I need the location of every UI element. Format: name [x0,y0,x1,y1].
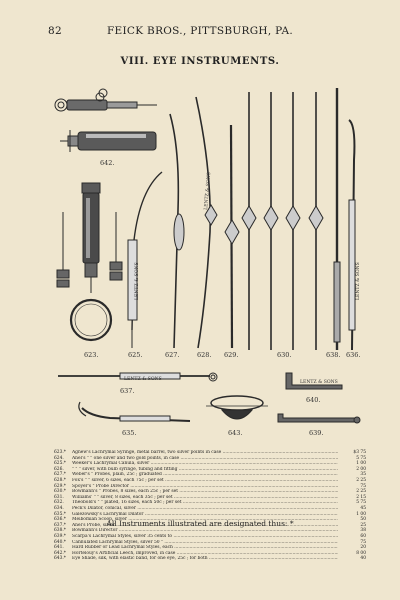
maker-mark: LENTZ & SONS [124,376,162,382]
list-item: 627.*Weber's " Probes, plain, 25c ; grad… [54,472,366,478]
agnew-syringe-illustration [56,182,123,342]
figure-label: 636. [346,351,360,359]
list-item: 625.*Weeker's Lachrymal Canula, silver1 … [54,461,366,467]
list-item: 629.*Spoyer's " Probe Director75 [54,483,366,490]
maker-mark: LENTZ & SONS [355,262,361,300]
maker-mark: LENTZ & SONS [300,379,338,385]
page-number: 82 [48,25,62,37]
weeker-canula-illustration [127,171,163,348]
weber-probe-illustration [169,113,185,349]
figure-label: 640. [306,396,320,404]
list-item: 630.*Bowmann's " Probes, 8 sizes, each 2… [54,489,366,495]
list-item: 628.*Fox's " " silver, 6 sizes, each 75c… [54,477,366,484]
list-item: 631.Williams' " " silver, 8 sizes, each … [54,494,366,501]
figure-label: 643. [228,429,242,437]
figure-label: 629. [224,351,238,359]
figure-label: 638. [326,351,340,359]
meibomian-scoop-illustration [348,119,356,351]
figure-label: 627. [165,351,179,359]
spoyer-director-illustration [224,124,240,349]
list-item: 632.Theobold's " " plated, 16 sizes, eac… [54,500,366,506]
list-item: 635.*Galezowsky's Lachrymal Dilator1 00 [54,511,366,518]
anel-probe-illustration [58,372,218,382]
list-item: 624.Anel's " " one silver and two gold p… [54,455,366,462]
bowmann-director-illustration [333,88,341,350]
scarpa-style-illustration [277,413,361,424]
list-item: 642.*Hortelouy's Artificial Leech, impro… [54,550,366,557]
cannulated-style-illustration [285,372,343,390]
figure-label: 635. [122,429,136,437]
running-header: 82 FEICK BROS., PITTSBURGH, PA. [0,25,400,39]
maker-mark: LENTZ & SONS [134,262,140,300]
price-list: 623.*Agnew's Lachrymal Syringe, metal ba… [54,450,366,562]
list-item: 634.Peck's Dilator, conical, silver45 [54,505,366,512]
firm-name: FEICK BROS., PITTSBURGH, PA. [106,25,294,37]
instrument-illustrations: LENTZ & SONS LENTZ & SONS LENTZ & SONS L… [54,88,361,437]
bowmann-probes-illustration [241,92,324,350]
list-item: 638.*Bowmann's Director38 [54,528,366,534]
artificial-leech-illustration [54,88,157,152]
figure-label: 630. [277,351,291,359]
figure-label: 623. [84,351,98,359]
maker-mark: LENTZ & SONS [203,172,212,210]
section-title: VIII. EYE INSTRUMENTS. [120,56,280,67]
fox-probe-illustration [195,96,218,349]
figure-label: 628. [197,351,211,359]
list-item: 637.*Anel's Probe, silver25 [54,522,366,529]
list-item: 641.Hard Rubber or Lead Lachrymal Styles… [54,545,366,551]
figure-label: 625. [128,351,142,359]
list-item: 643.*Eye Shade, silk, with elastic band,… [54,556,366,562]
list-item: 626. " " " silver, with bulb syringe, tu… [54,466,366,473]
list-item: 640.*Cannulated Lachrymal Styles, silver… [54,539,366,546]
figure-label: 637. [120,387,134,395]
list-item: 639.*Scarpa's Lachrymal Styles, silver 3… [54,533,366,540]
galezowsky-dilator-illustration [78,401,191,422]
figure-label: 642. [100,159,114,167]
footer-note: All Instruments illustrated are designat… [106,519,294,528]
list-item: 623.*Agnew's Lachrymal Syringe, metal ba… [54,450,366,456]
eye-shade-illustration [206,395,268,420]
figure-label: 639. [309,429,323,437]
